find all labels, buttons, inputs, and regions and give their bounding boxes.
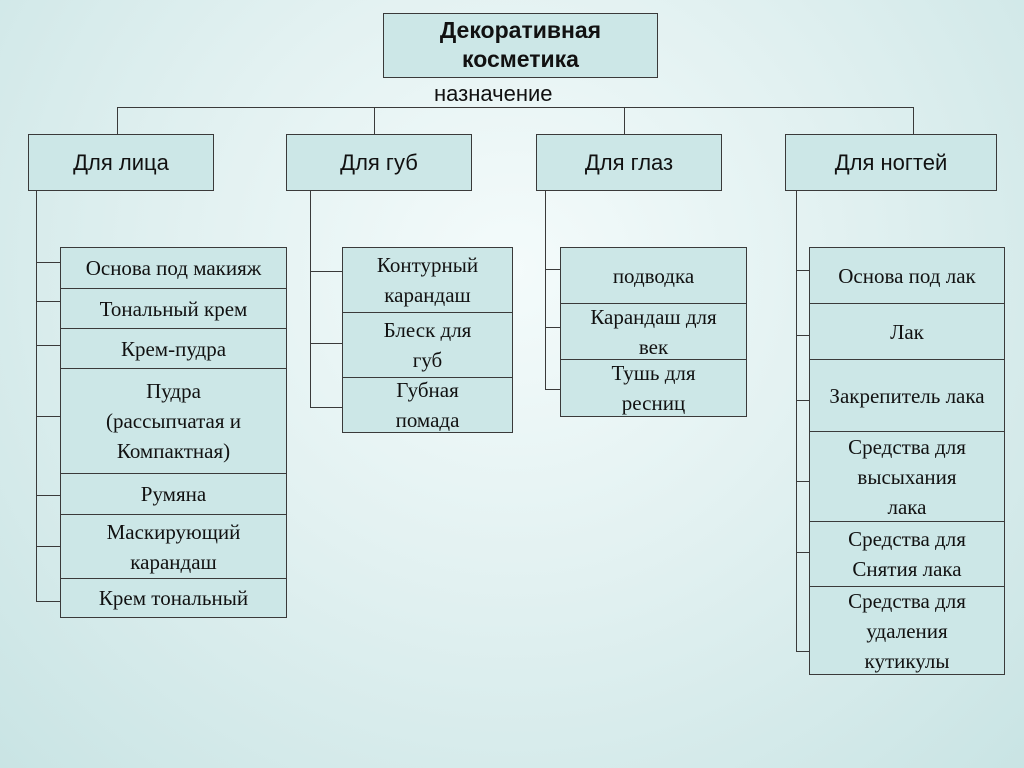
branch-tick: [36, 601, 60, 602]
category-face: Для лица: [28, 134, 214, 191]
branch-tick: [545, 269, 560, 270]
item-eyes-pencil: Карандаш для век: [560, 303, 747, 360]
item-face-cream-powder: Крем-пудра: [60, 328, 287, 369]
branch-tick: [310, 271, 343, 272]
branch-tick: [36, 416, 60, 417]
branch-spine-face: [36, 190, 37, 602]
item-nails-base: Основа под лак: [809, 247, 1005, 304]
connector-bus: [117, 107, 914, 108]
category-nails: Для ногтей: [785, 134, 997, 191]
connector-drop-nails: [913, 107, 914, 135]
branch-tick: [36, 345, 60, 346]
item-nails-remover: Средства для Снятия лака: [809, 521, 1005, 587]
connector-drop-face: [117, 107, 118, 135]
item-eyes-mascara: Тушь для ресниц: [560, 359, 747, 417]
branch-tick: [310, 343, 343, 344]
connector-drop-eyes: [624, 107, 625, 135]
item-lips-liner: Контурный карандаш: [342, 247, 513, 313]
category-eyes: Для глаз: [536, 134, 722, 191]
category-lips: Для губ: [286, 134, 472, 191]
branch-tick: [796, 552, 810, 553]
branch-tick: [796, 335, 810, 336]
branch-spine-lips: [310, 190, 311, 408]
classification-caption: назначение: [434, 81, 553, 106]
item-nails-topcoat: Закрепитель лака: [809, 359, 1005, 432]
item-face-blush: Румяна: [60, 473, 287, 515]
item-face-foundation: Тональный крем: [60, 288, 287, 329]
branch-spine-nails: [796, 190, 797, 652]
connector-drop-lips: [374, 107, 375, 135]
item-face-powder: Пудра (рассыпчатая и Компактная): [60, 368, 287, 474]
branch-tick: [796, 400, 810, 401]
branch-tick: [36, 262, 60, 263]
branch-tick: [310, 407, 343, 408]
branch-tick: [796, 651, 810, 652]
item-nails-drying: Средства для высыхания лака: [809, 431, 1005, 522]
branch-tick: [545, 389, 560, 390]
branch-tick: [545, 327, 560, 328]
branch-tick: [796, 481, 810, 482]
item-face-concealer: Маскирующий карандаш: [60, 514, 287, 579]
item-nails-cuticle: Средства для удаления кутикулы: [809, 586, 1005, 675]
item-eyes-liner: подводка: [560, 247, 747, 304]
item-lips-lipstick: Губная помада: [342, 377, 513, 433]
item-face-base: Основа под макияж: [60, 247, 287, 289]
branch-tick: [36, 546, 60, 547]
branch-spine-eyes: [545, 190, 546, 390]
root-box-title: Декоративная косметика: [383, 13, 658, 78]
item-lips-gloss: Блеск для губ: [342, 312, 513, 378]
branch-tick: [796, 270, 810, 271]
branch-tick: [36, 495, 60, 496]
branch-tick: [36, 301, 60, 302]
item-nails-polish: Лак: [809, 303, 1005, 360]
item-face-tinted-cream: Крем тональный: [60, 578, 287, 618]
